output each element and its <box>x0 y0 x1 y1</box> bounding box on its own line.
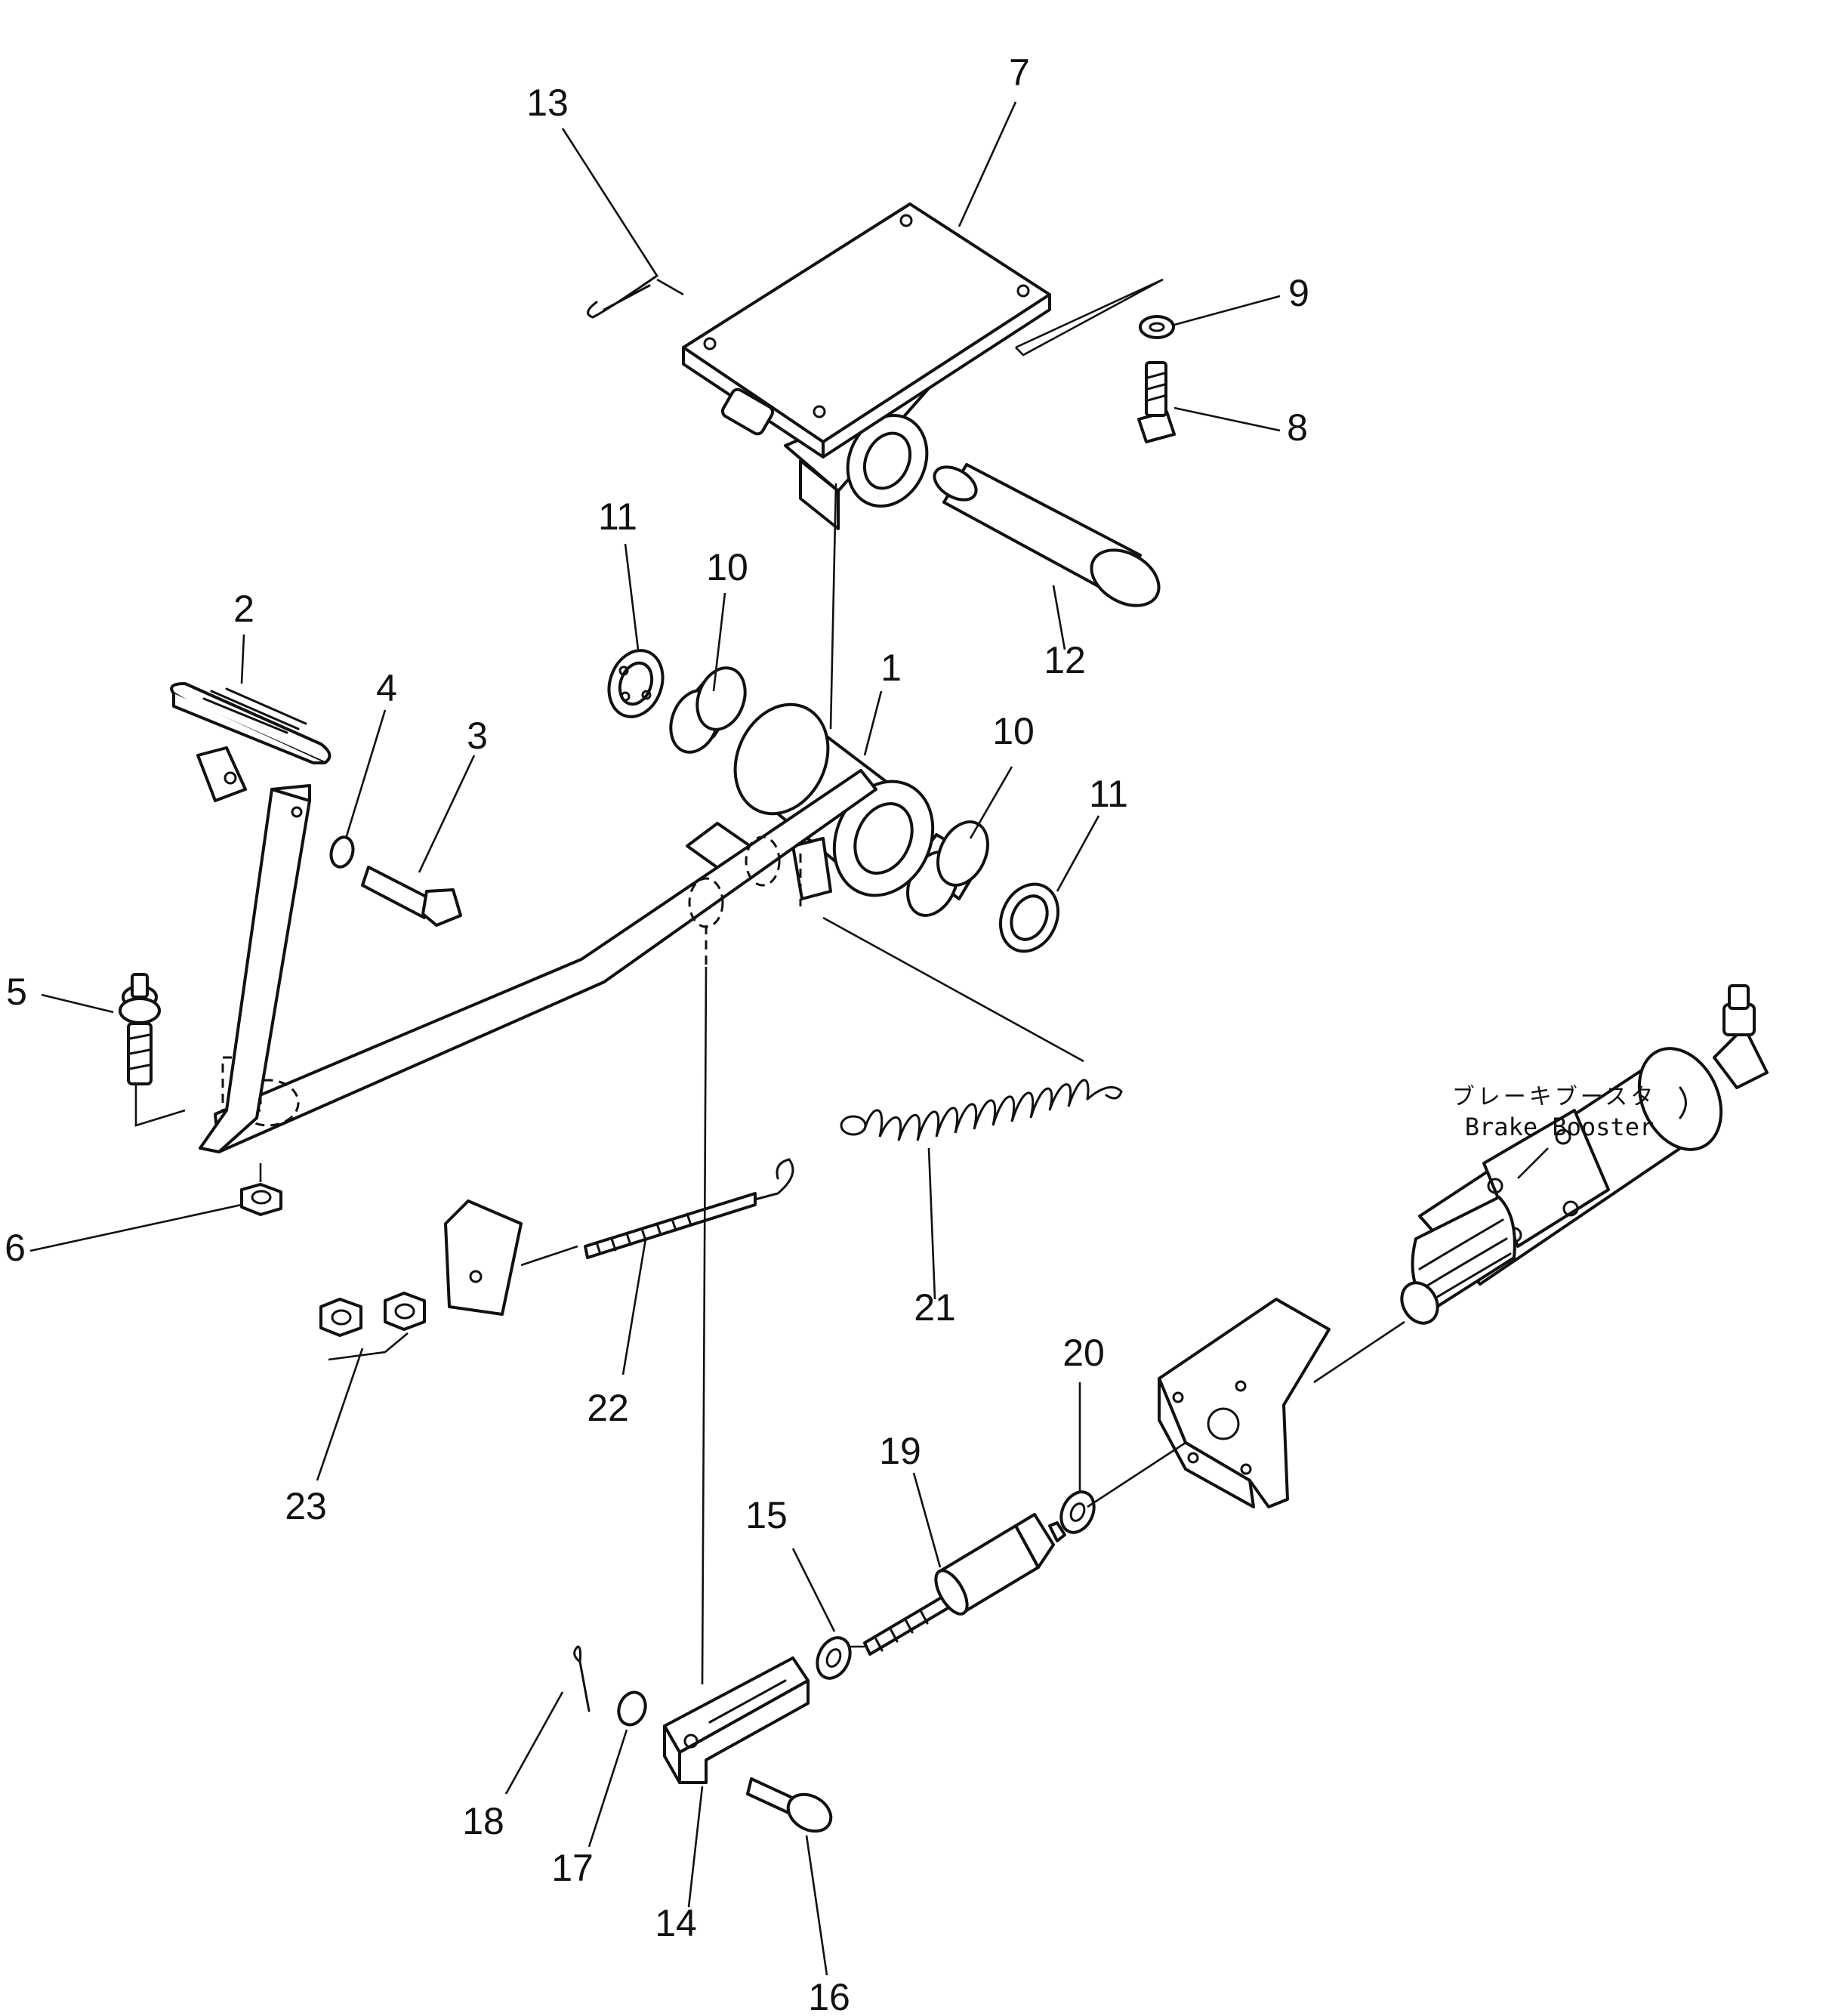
callout-labels: 13 7 9 8 11 10 12 2 4 3 1 10 11 5 6 21 2… <box>5 51 1309 2016</box>
part-2-pedal-pad <box>170 682 332 802</box>
part-21-return-spring <box>840 1079 1123 1141</box>
callout-6: 6 <box>5 1227 26 1269</box>
part-8-bolt <box>1137 361 1176 443</box>
callout-11-lower: 11 <box>1089 773 1128 815</box>
callout-13: 13 <box>526 82 569 124</box>
part-23-nuts <box>319 1292 426 1337</box>
booster-mounting-bracket <box>1158 1298 1331 1508</box>
callout-18: 18 <box>462 1800 504 1842</box>
part-17-washer <box>617 1690 647 1727</box>
part-19-push-rod <box>863 1513 1066 1656</box>
part-22-rod <box>584 1158 794 1259</box>
part-11-bearing-lower <box>999 882 1059 953</box>
callout-1: 1 <box>880 647 902 689</box>
callout-14: 14 <box>655 1902 697 1944</box>
callout-19: 19 <box>879 1430 921 1472</box>
part-18-cotter-pin <box>573 1645 591 1712</box>
callout-5: 5 <box>6 971 27 1013</box>
callout-7: 7 <box>1009 51 1030 94</box>
callout-10-lower: 10 <box>992 710 1035 752</box>
callout-12: 12 <box>1044 639 1086 681</box>
part-12-pivot-shaft <box>933 463 1161 607</box>
part-7-bracket <box>682 202 1051 530</box>
part-20-nut <box>1059 1490 1096 1534</box>
callout-2: 2 <box>233 588 254 630</box>
part-5-stopper-bolt <box>119 973 161 1085</box>
axis-lines <box>134 278 1405 1685</box>
annotation-japanese: ブレーキブースタ <box>1452 1084 1657 1110</box>
callout-21: 21 <box>914 1286 956 1329</box>
callout-8: 8 <box>1287 406 1308 449</box>
callout-9: 9 <box>1288 272 1309 314</box>
brake-booster-annotation: ブレーキブースタ Brake Booster <box>1452 1084 1657 1141</box>
part-11-bearing-upper <box>607 649 665 718</box>
callout-11-upper: 11 <box>598 496 637 538</box>
callout-20: 20 <box>1062 1332 1105 1374</box>
callout-leaders <box>29 101 1549 1976</box>
callout-4: 4 <box>376 667 397 709</box>
brake-booster <box>1400 984 1769 1325</box>
callout-15: 15 <box>745 1494 788 1536</box>
callout-22: 22 <box>587 1387 629 1429</box>
part-10-bushing-upper <box>669 666 747 754</box>
stop-plate <box>444 1199 523 1316</box>
part-2-pedal-lever <box>199 784 311 1153</box>
callout-10-upper: 10 <box>706 546 748 588</box>
callout-23: 23 <box>285 1485 327 1527</box>
part-1-pedal-arm <box>214 702 935 1153</box>
callout-16: 16 <box>808 1976 850 2016</box>
part-4-washer <box>329 835 355 869</box>
part-6-nut <box>240 1183 282 1216</box>
part-14-clevis <box>663 1656 810 1784</box>
part-16-clevis-pin <box>746 1777 833 1833</box>
annotation-english: Brake Booster <box>1465 1113 1654 1141</box>
callout-3: 3 <box>467 715 488 757</box>
part-13-cotter-pin <box>587 274 658 319</box>
part-9-washer <box>1139 315 1175 339</box>
part-3-bolt <box>361 866 462 927</box>
part-15-nut <box>816 1636 852 1680</box>
callout-17: 17 <box>551 1847 594 1889</box>
